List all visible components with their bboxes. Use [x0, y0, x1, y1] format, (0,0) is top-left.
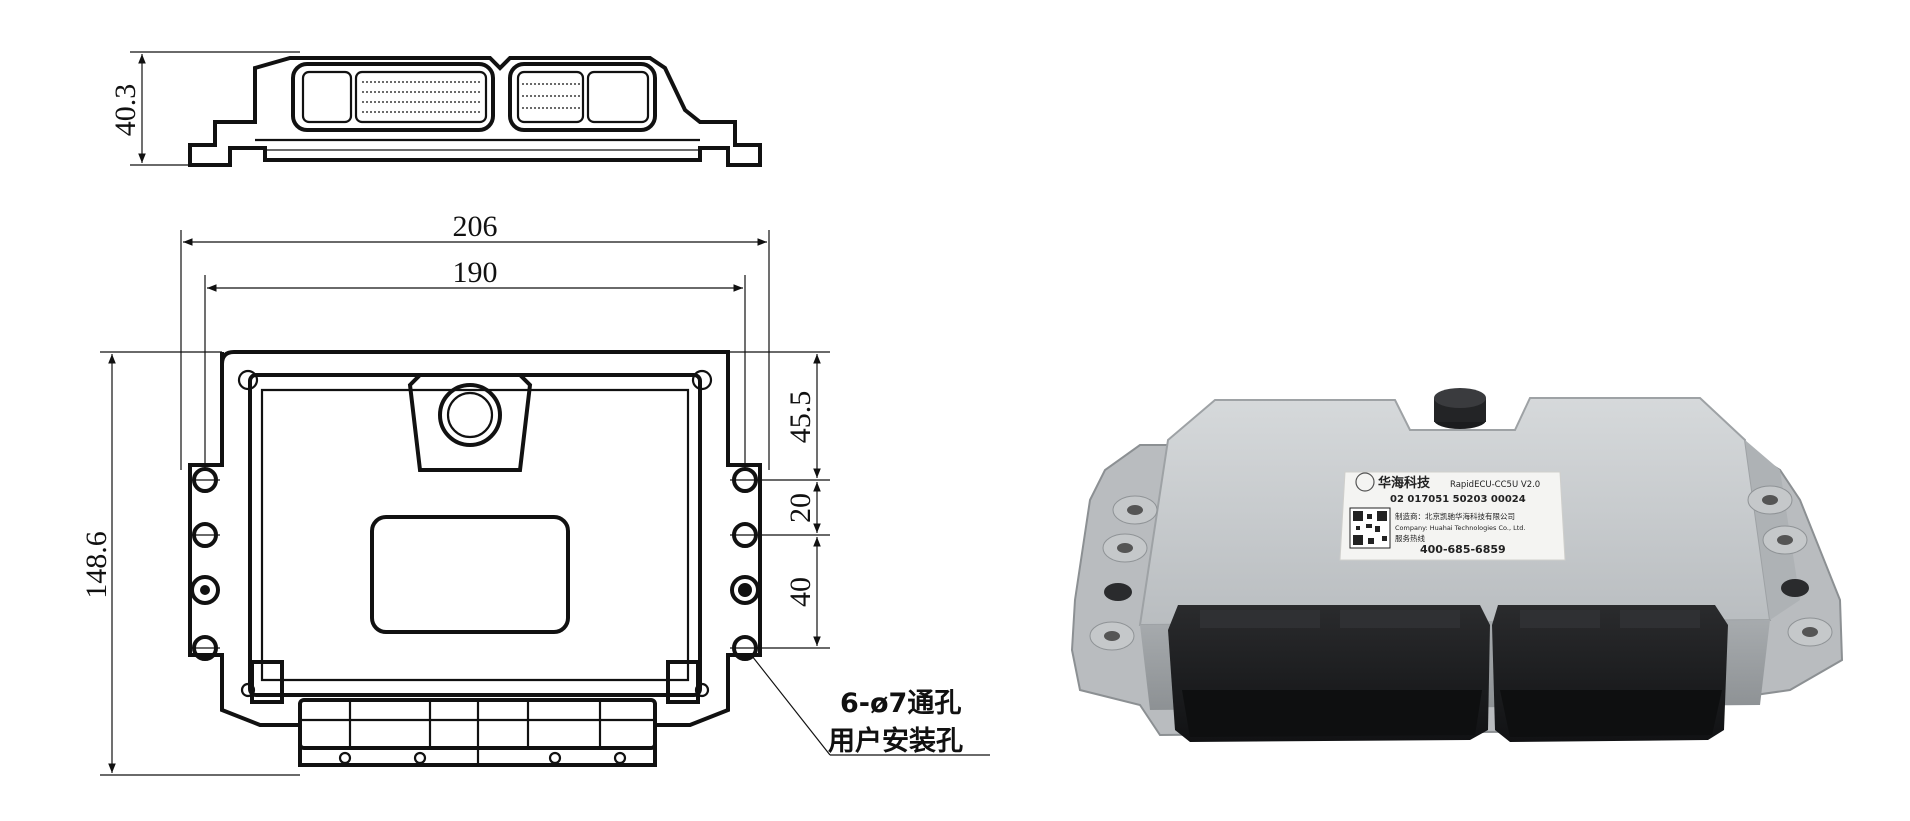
product-label: 华海科技 RapidECU-CC5U V2.0 02 017051 50203 … — [1339, 471, 1566, 561]
qr-code-icon — [1349, 507, 1391, 549]
side-view-drawing — [188, 56, 762, 167]
label-hotline: 服务热线 — [1395, 533, 1425, 543]
connector-left — [1168, 605, 1490, 742]
note-line-1: 6-ø7通孔 — [840, 688, 961, 719]
left-mounting-holes — [190, 467, 220, 661]
overall-height-dimension: 148.6 — [80, 351, 300, 776]
right-mounting-holes — [730, 467, 760, 661]
overall-height-label: 148.6 — [80, 531, 113, 599]
photo-mounting-bosses-right — [1747, 485, 1833, 647]
connector-right — [1492, 605, 1728, 742]
label-serial: 02 017051 50203 00024 — [1390, 494, 1526, 505]
side-height-label: 40.3 — [109, 84, 142, 137]
hole-span-label: 190 — [453, 256, 498, 289]
mounting-hole-note: 6-ø7通孔 用户安装孔 — [751, 655, 990, 757]
label-manufacturer: 制造商：北京凯驰华海科技有限公司 — [1395, 511, 1515, 521]
label-company: Company: Huahai Technologies Co., Ltd. — [1395, 524, 1525, 532]
overall-width-label: 206 — [453, 210, 498, 243]
width-dimensions: 206 190 — [180, 210, 770, 470]
photo-mounting-bosses-left — [1089, 495, 1158, 651]
right-dim-2-label: 20 — [784, 493, 817, 523]
label-brand: 华海科技 — [1378, 475, 1431, 491]
note-line-2: 用户安装孔 — [828, 725, 963, 757]
label-model: RapidECU-CC5U V2.0 — [1450, 480, 1540, 490]
product-photo: 华海科技 RapidECU-CC5U V2.0 02 017051 50203 … — [1070, 388, 1844, 742]
side-height-dimension: 40.3 — [109, 51, 300, 166]
right-stacked-dimensions: 45.5 20 40 — [728, 351, 830, 649]
top-view-drawing — [188, 349, 762, 767]
label-phone: 400-685-6859 — [1420, 543, 1506, 556]
right-dim-3-label: 40 — [784, 577, 817, 607]
right-dim-1-label: 45.5 — [784, 391, 817, 444]
